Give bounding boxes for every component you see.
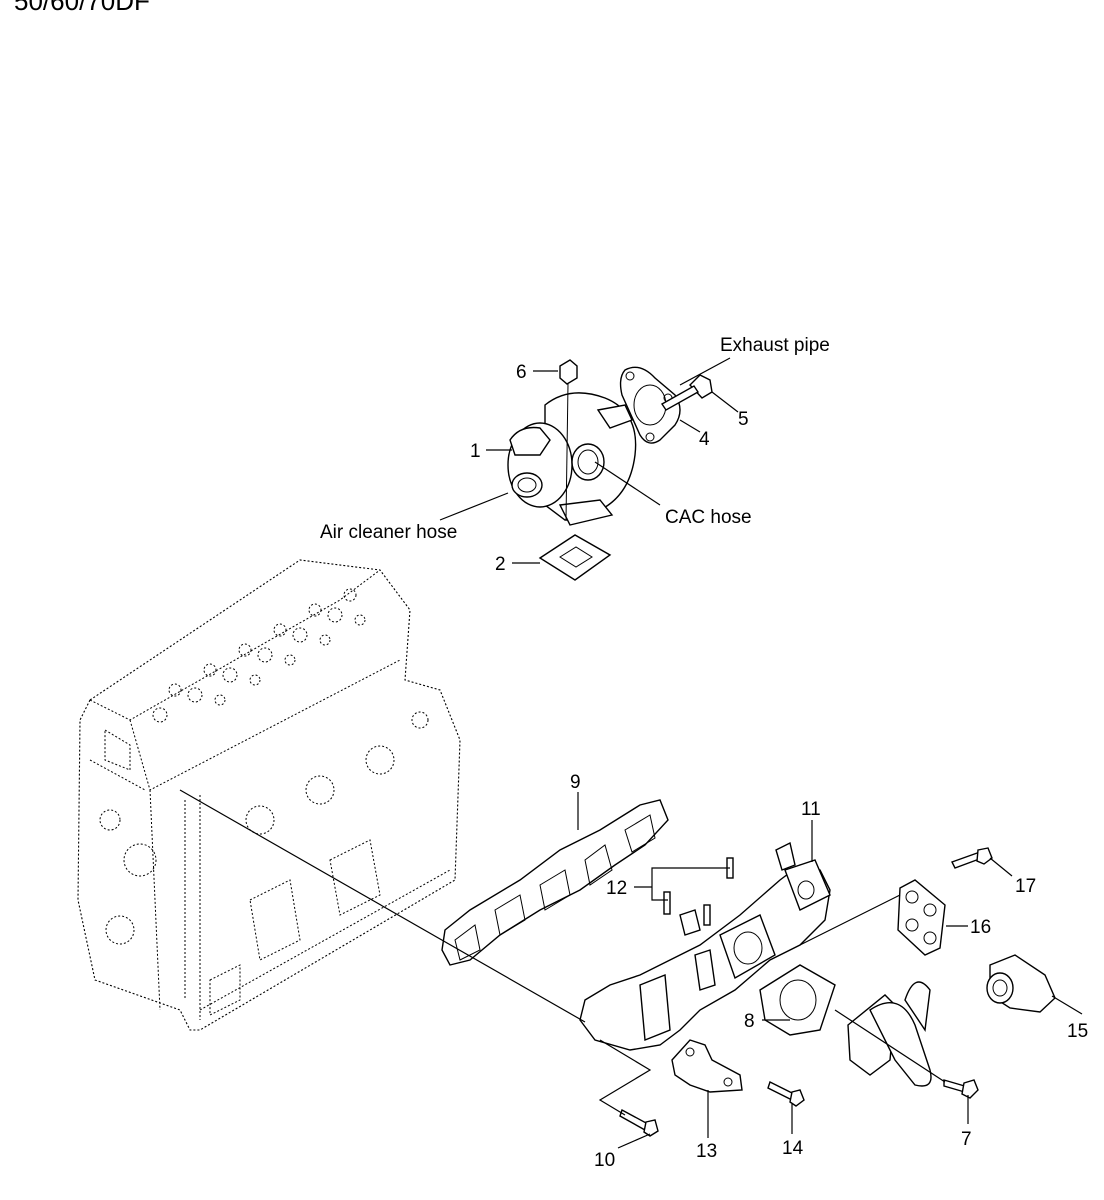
label-cac-hose: CAC hose [665, 507, 752, 528]
outlet-gasket [759, 964, 836, 1036]
turbocharger [507, 392, 637, 526]
leader-lines [179, 357, 1083, 1149]
bolt [767, 1081, 805, 1107]
callout-17: 17 [1015, 876, 1036, 897]
exhaust-manifold [579, 841, 831, 1051]
callout-5: 5 [738, 409, 749, 430]
label-air-cleaner-hose: Air cleaner hose [320, 522, 457, 543]
pipe-fitting [986, 954, 1056, 1013]
callout-13: 13 [696, 1141, 717, 1162]
nut [559, 359, 578, 385]
callout-16: 16 [970, 917, 991, 938]
callout-6: 6 [516, 362, 527, 383]
callout-15: 15 [1067, 1021, 1088, 1042]
bolt [951, 847, 993, 869]
callout-2: 2 [495, 554, 506, 575]
callout-1: 1 [470, 441, 481, 462]
bolt [619, 1108, 659, 1137]
manifold-gasket [441, 799, 669, 966]
page-title: 50/60/70DF [14, 0, 150, 16]
elbow-pipe [847, 981, 932, 1087]
callout-8: 8 [744, 1011, 755, 1032]
base-gasket [538, 534, 612, 581]
callout-7: 7 [961, 1129, 972, 1150]
cover-plate [897, 879, 946, 956]
label-exhaust-pipe: Exhaust pipe [720, 335, 830, 356]
callout-11: 11 [801, 799, 821, 820]
callout-12: 12 [606, 878, 627, 899]
stud-line [565, 383, 569, 521]
support-bracket [671, 1039, 743, 1093]
callout-9: 9 [570, 772, 581, 793]
bolt [660, 374, 713, 411]
callout-4: 4 [699, 429, 710, 450]
flange-gasket [619, 366, 681, 444]
bolt [943, 1079, 979, 1099]
engine-block [77, 559, 461, 1031]
callout-14: 14 [782, 1138, 804, 1159]
callout-10: 10 [594, 1150, 615, 1171]
